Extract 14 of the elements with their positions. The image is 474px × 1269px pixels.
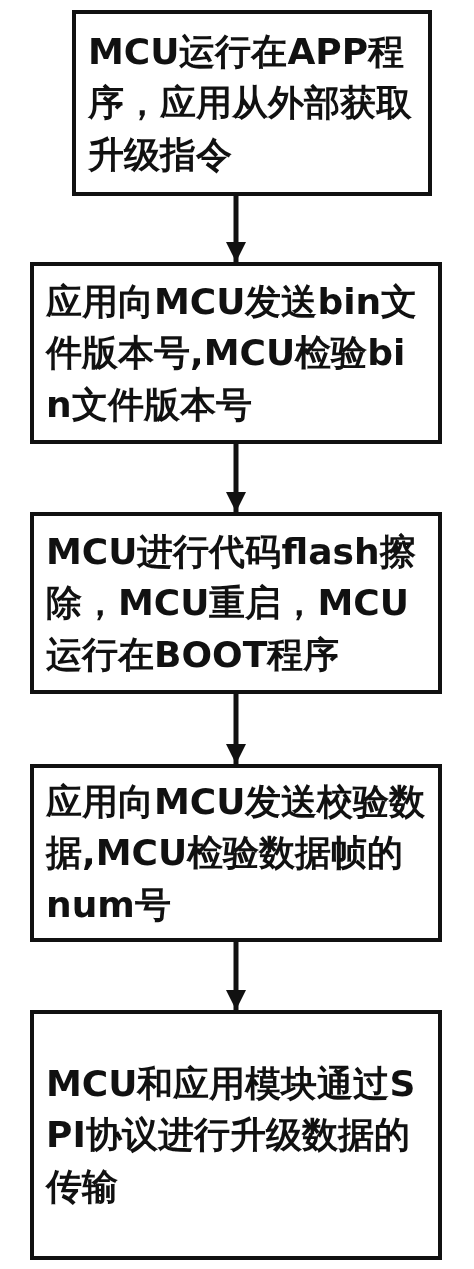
step-text: MCU和应用模块通过SPI协议进行升级数据的传输	[46, 1062, 417, 1209]
step-text: 应用向MCU发送校验数据,MCU检验数据帧的num号	[46, 780, 426, 927]
process-box	[30, 512, 442, 694]
arrow	[226, 694, 246, 764]
step-text: MCU进行代码flash擦除，MCU重启，MCU运行在BOOT程序	[46, 530, 417, 677]
arrow	[226, 444, 246, 512]
process-box	[30, 764, 442, 942]
step-text: 应用向MCU发送bin文件版本号,MCU检验bin文件版本号	[46, 280, 419, 427]
process-box	[30, 262, 442, 444]
step-text: MCU运行在APP程序，应用从外部获取升级指令	[88, 30, 413, 177]
process-box	[72, 10, 432, 196]
process-box	[30, 1010, 442, 1260]
arrow	[226, 196, 246, 262]
arrow	[226, 942, 246, 1010]
